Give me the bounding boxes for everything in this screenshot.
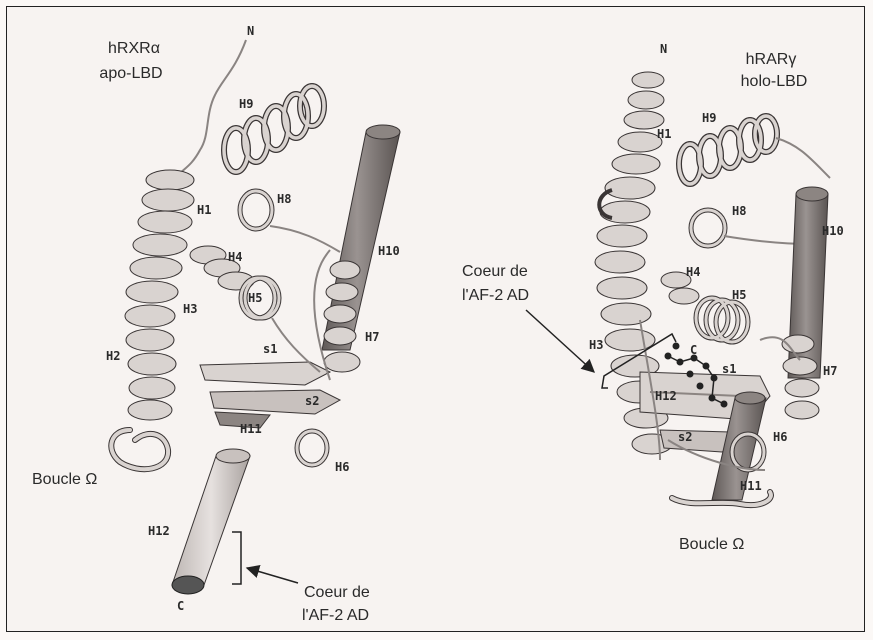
right-helix-h8 — [691, 210, 725, 246]
right-label-n: N — [660, 42, 667, 56]
left-af2-bracket — [232, 532, 241, 584]
left-label-h2: H2 — [106, 349, 120, 363]
left-label-h9: H9 — [239, 97, 253, 111]
left-label-h3: H3 — [183, 302, 197, 316]
left-helix-h1-h3 — [125, 170, 194, 420]
left-loop-label: Boucle Ω — [32, 471, 97, 488]
left-label-s2: s2 — [305, 394, 319, 408]
right-label-h6: H6 — [773, 430, 787, 444]
left-core-line1: Coeur de — [304, 584, 370, 601]
left-core-line2: l'AF-2 AD — [302, 607, 369, 624]
right-core-line1: Coeur de — [462, 263, 528, 280]
right-title-line2: holo-LBD — [741, 73, 808, 90]
right-helix-h9 — [679, 116, 777, 184]
right-title-line1: hRARγ — [746, 51, 797, 68]
right-label-h12: H12 — [655, 389, 677, 403]
right-core-line2: l'AF-2 AD — [462, 287, 529, 304]
left-label-n: N — [247, 24, 254, 38]
left-label-h7: H7 — [365, 330, 379, 344]
right-label-h1: H1 — [657, 127, 671, 141]
left-structure — [111, 40, 400, 594]
left-title-line2: apo-LBD — [99, 65, 162, 82]
left-af2-arrow — [247, 568, 298, 583]
left-title-line1: hRXRα — [108, 40, 160, 57]
left-label-c: C — [177, 599, 184, 613]
right-label-h10: H10 — [822, 224, 844, 238]
right-label-h8: H8 — [732, 204, 746, 218]
left-label-h10: H10 — [378, 244, 400, 258]
left-helix-h8 — [240, 191, 272, 229]
right-label-h7: H7 — [823, 364, 837, 378]
right-label-h3: H3 — [589, 338, 603, 352]
left-label-h11: H11 — [240, 422, 262, 436]
left-helix-h6 — [297, 431, 327, 465]
right-label-s2: s2 — [678, 430, 692, 444]
left-label-h6: H6 — [335, 460, 349, 474]
right-af2-arrow — [526, 310, 594, 372]
right-label-h9: H9 — [702, 111, 716, 125]
right-loop-label: Boucle Ω — [679, 536, 744, 553]
left-helix-h12-cylinder — [172, 449, 250, 594]
left-label-h4: H4 — [228, 250, 242, 264]
left-label-h5: H5 — [248, 291, 262, 305]
right-helix-h5 — [696, 298, 748, 342]
left-label-s1: s1 — [263, 342, 277, 356]
left-label-h1: H1 — [197, 203, 211, 217]
left-label-h8: H8 — [277, 192, 291, 206]
right-label-h4: H4 — [686, 265, 700, 279]
right-label-s1: s1 — [722, 362, 736, 376]
right-label-h5: H5 — [732, 288, 746, 302]
left-label-h12: H12 — [148, 524, 170, 538]
left-n-terminal-coil — [178, 40, 246, 175]
right-label-c: C — [690, 343, 697, 357]
right-label-h11: H11 — [740, 479, 762, 493]
